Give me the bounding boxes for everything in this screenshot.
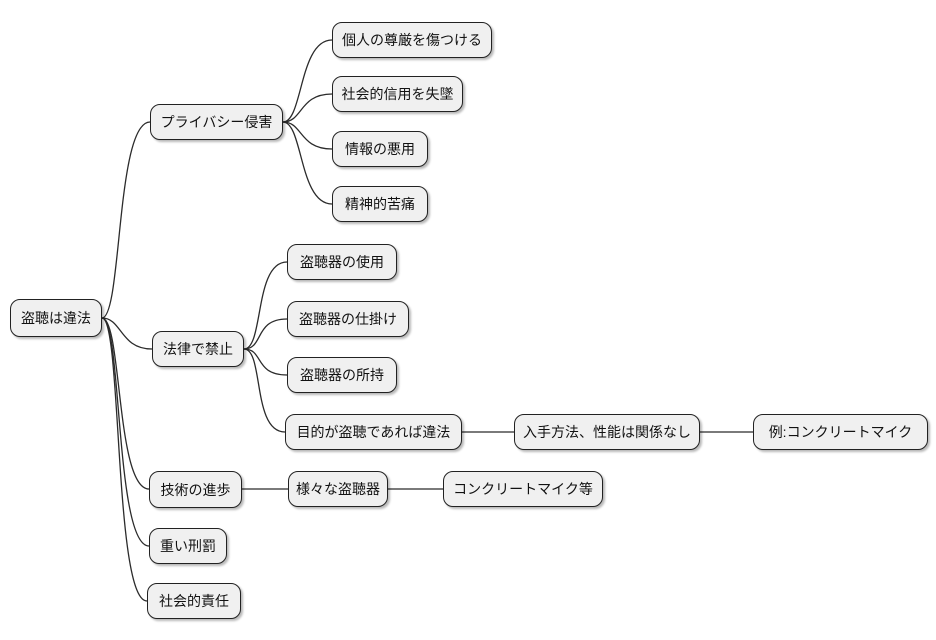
- node-prohibited-by-law[interactable]: 法律で禁止: [152, 331, 244, 367]
- edge-privacy-misuse: [282, 121, 333, 150]
- node-tech-progress[interactable]: 技術の進歩: [149, 471, 242, 508]
- edge-root-law: [101, 317, 153, 350]
- edge-law-install: [243, 318, 288, 350]
- node-device-install[interactable]: 盗聴器の仕掛け: [287, 301, 409, 337]
- node-info-misuse[interactable]: 情報の悪用: [332, 131, 428, 167]
- edge-root-responsibility: [101, 317, 148, 602]
- node-device-possession[interactable]: 盗聴器の所持: [287, 357, 397, 393]
- edge-root-tech: [101, 317, 150, 490]
- edge-privacy-distress: [282, 121, 333, 205]
- node-acquisition-irrelevant[interactable]: 入手方法、性能は関係なし: [514, 414, 700, 450]
- node-privacy-violation[interactable]: プライバシー侵害: [150, 104, 283, 140]
- node-purpose-illegal[interactable]: 目的が盗聴であれば違法: [285, 414, 462, 450]
- node-concrete-mic-etc[interactable]: コンクリートマイク等: [443, 471, 603, 507]
- node-social-responsibility[interactable]: 社会的責任: [147, 583, 241, 619]
- edge-law-possess: [243, 348, 288, 376]
- node-device-use[interactable]: 盗聴器の使用: [287, 244, 397, 280]
- edge-root-privacy: [101, 121, 151, 319]
- edge-root-penalty: [101, 317, 150, 547]
- node-social-trust[interactable]: 社会的信用を失墜: [332, 76, 463, 112]
- edge-law-purpose: [243, 348, 286, 433]
- edge-privacy-trust: [282, 93, 333, 123]
- node-heavy-penalty[interactable]: 重い刑罰: [149, 528, 227, 564]
- edge-law-use: [243, 261, 288, 350]
- node-example-concrete-mic[interactable]: 例:コンクリートマイク: [753, 414, 928, 450]
- node-various-devices[interactable]: 様々な盗聴器: [288, 471, 388, 507]
- node-mental-distress[interactable]: 精神的苦痛: [332, 186, 428, 222]
- edge-privacy-dignity: [282, 39, 333, 123]
- node-root[interactable]: 盗聴は違法: [10, 299, 102, 337]
- node-personal-dignity[interactable]: 個人の尊厳を傷つける: [332, 22, 492, 58]
